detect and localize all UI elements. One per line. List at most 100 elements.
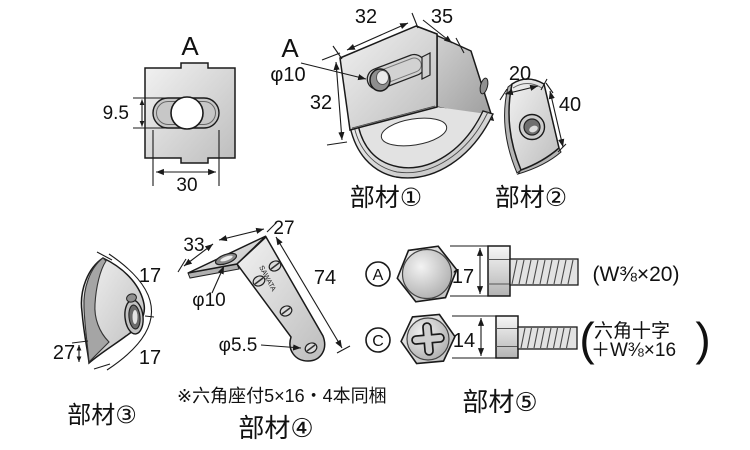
tick [545, 82, 554, 94]
tick [71, 340, 89, 344]
part1-bracket: 32 35 32 A φ10 部材① [270, 6, 495, 212]
dim-part3: 17 17 27 [53, 251, 161, 371]
part3-label: 部材③ [67, 402, 137, 429]
bolt-c-spec-line1: 六角十字 [594, 320, 670, 342]
part1-saddle-rim-line [352, 111, 489, 174]
dim-arrow [346, 22, 409, 51]
part1-side-notch [479, 77, 489, 95]
dim-arrow [275, 236, 343, 349]
part4-hole-small-callout: φ5.5 [219, 335, 302, 356]
view-a-label: A [181, 31, 199, 61]
part5-bolts: A 17 (W⅜×20) C [365, 245, 711, 417]
dim-bolt-a-label: 17 [452, 266, 474, 288]
dim-arc [106, 253, 153, 371]
part2-hole-highlight [529, 125, 538, 133]
dim-arrow [504, 84, 539, 96]
view-a-hole [170, 96, 204, 130]
bolt-c-shank [517, 326, 578, 350]
bolt-c-side-head [495, 315, 519, 359]
bolt-c-tag: C [372, 333, 384, 350]
dim-part3-bottom-label: 17 [139, 347, 161, 369]
dim-part4-flange-label: 33 [183, 235, 204, 256]
dim-bolt-c-label: 14 [453, 330, 475, 352]
bolt-a-head-circle [401, 248, 453, 300]
part3-top-face [83, 257, 110, 364]
leader-arrow [211, 265, 225, 294]
hole-slash [254, 277, 264, 285]
tick [455, 37, 465, 54]
bolt-c-tag-circle [365, 327, 391, 353]
dim-part2-width-20: 20 [499, 63, 548, 101]
dim-part1-height-32: 32 [310, 52, 348, 146]
dim-part1-height-label: 32 [310, 92, 332, 114]
bolt-c-paren-open: ( [579, 313, 595, 365]
dim-arrow [422, 19, 453, 44]
dim-part4-length-label: 74 [314, 267, 336, 289]
tick [96, 251, 113, 261]
part4-hole-large-callout: φ10 [192, 265, 226, 311]
dim-part2-width-label: 20 [509, 63, 531, 85]
part1-saddle-band [348, 110, 494, 179]
tick [144, 315, 155, 318]
view-a: A 9.5 30 [103, 31, 236, 196]
part4-label: 部材④ [238, 413, 313, 443]
dim-width-label: 30 [176, 175, 197, 196]
dim-arrow [333, 61, 345, 141]
tick [540, 78, 548, 91]
part5-label: 部材⑤ [462, 387, 537, 417]
part1-view-ref-label: A [281, 33, 299, 63]
part1-hole-dia-label: φ10 [270, 64, 305, 86]
dim-width-30: 30 [152, 130, 220, 196]
bolt-c-threads [520, 327, 572, 349]
dim-bolt-a-17: 17 [450, 245, 488, 297]
part3-hole-highlight [132, 310, 138, 324]
bolt-a-side-head [487, 245, 511, 297]
leader-arrow [260, 344, 302, 351]
part1-label: 部材① [350, 184, 422, 212]
part1-saddle-opening [380, 117, 448, 147]
bolt-c-phillips-icon [411, 322, 445, 356]
dim-part1-top-32: 32 [332, 6, 409, 60]
part2-label: 部材② [495, 184, 567, 212]
bolt-a-tag: A [373, 267, 384, 284]
bolt-a-tag-circle [365, 261, 391, 287]
part1-hole-callout: A φ10 [270, 33, 367, 86]
dim-part1-depth-35: 35 [411, 6, 465, 54]
tick [411, 12, 419, 29]
dim-slot-height: 9.5 [103, 97, 167, 129]
leader-arrow [300, 62, 367, 81]
dim-part2-length-label: 40 [559, 94, 581, 116]
bolt-a-spec: (W⅜×20) [593, 263, 680, 286]
part4-hole-large-label: φ10 [192, 290, 225, 311]
bolt-a-threads [511, 259, 574, 285]
tick [336, 345, 351, 354]
tick [93, 363, 111, 370]
dim-part2-length-40: 40 [545, 82, 581, 153]
part3-notch [126, 293, 137, 303]
bolt-c-row: C 14 ( 六角十字 ＋W⅜×16 ) [365, 313, 711, 365]
tick [321, 52, 341, 61]
part4-slot-inner [220, 255, 233, 262]
dim-arrow [218, 227, 265, 242]
part1-slot-tab [421, 52, 431, 80]
dim-part3-top-label: 17 [139, 265, 161, 287]
tick [326, 141, 348, 146]
part4-l-bracket: SAWATA 33 27 74 φ10 φ5.5 ※六角座付5×16・4本同梱 … [177, 218, 387, 443]
part2-nut-plate: 20 40 部材② [495, 63, 581, 212]
tick [557, 143, 567, 153]
part4-hole-small-label: φ5.5 [219, 335, 258, 356]
bolt-c-spec-line2: ＋W⅜×16 [591, 340, 676, 361]
dim-part4-top-27: 27 [218, 218, 295, 242]
tick [266, 222, 277, 233]
dim-arrow [548, 90, 565, 148]
tick [332, 45, 343, 60]
dim-slot-height-label: 9.5 [103, 103, 129, 124]
part1-hole-inner [376, 70, 389, 85]
dim-part3-width-label: 27 [53, 342, 75, 364]
dim-part1-depth-label: 35 [431, 6, 453, 28]
dim-part4-top-label: 27 [273, 218, 294, 239]
dim-part4-length-74: 74 [275, 236, 351, 354]
dim-part4-flange-33: 33 [177, 235, 214, 273]
